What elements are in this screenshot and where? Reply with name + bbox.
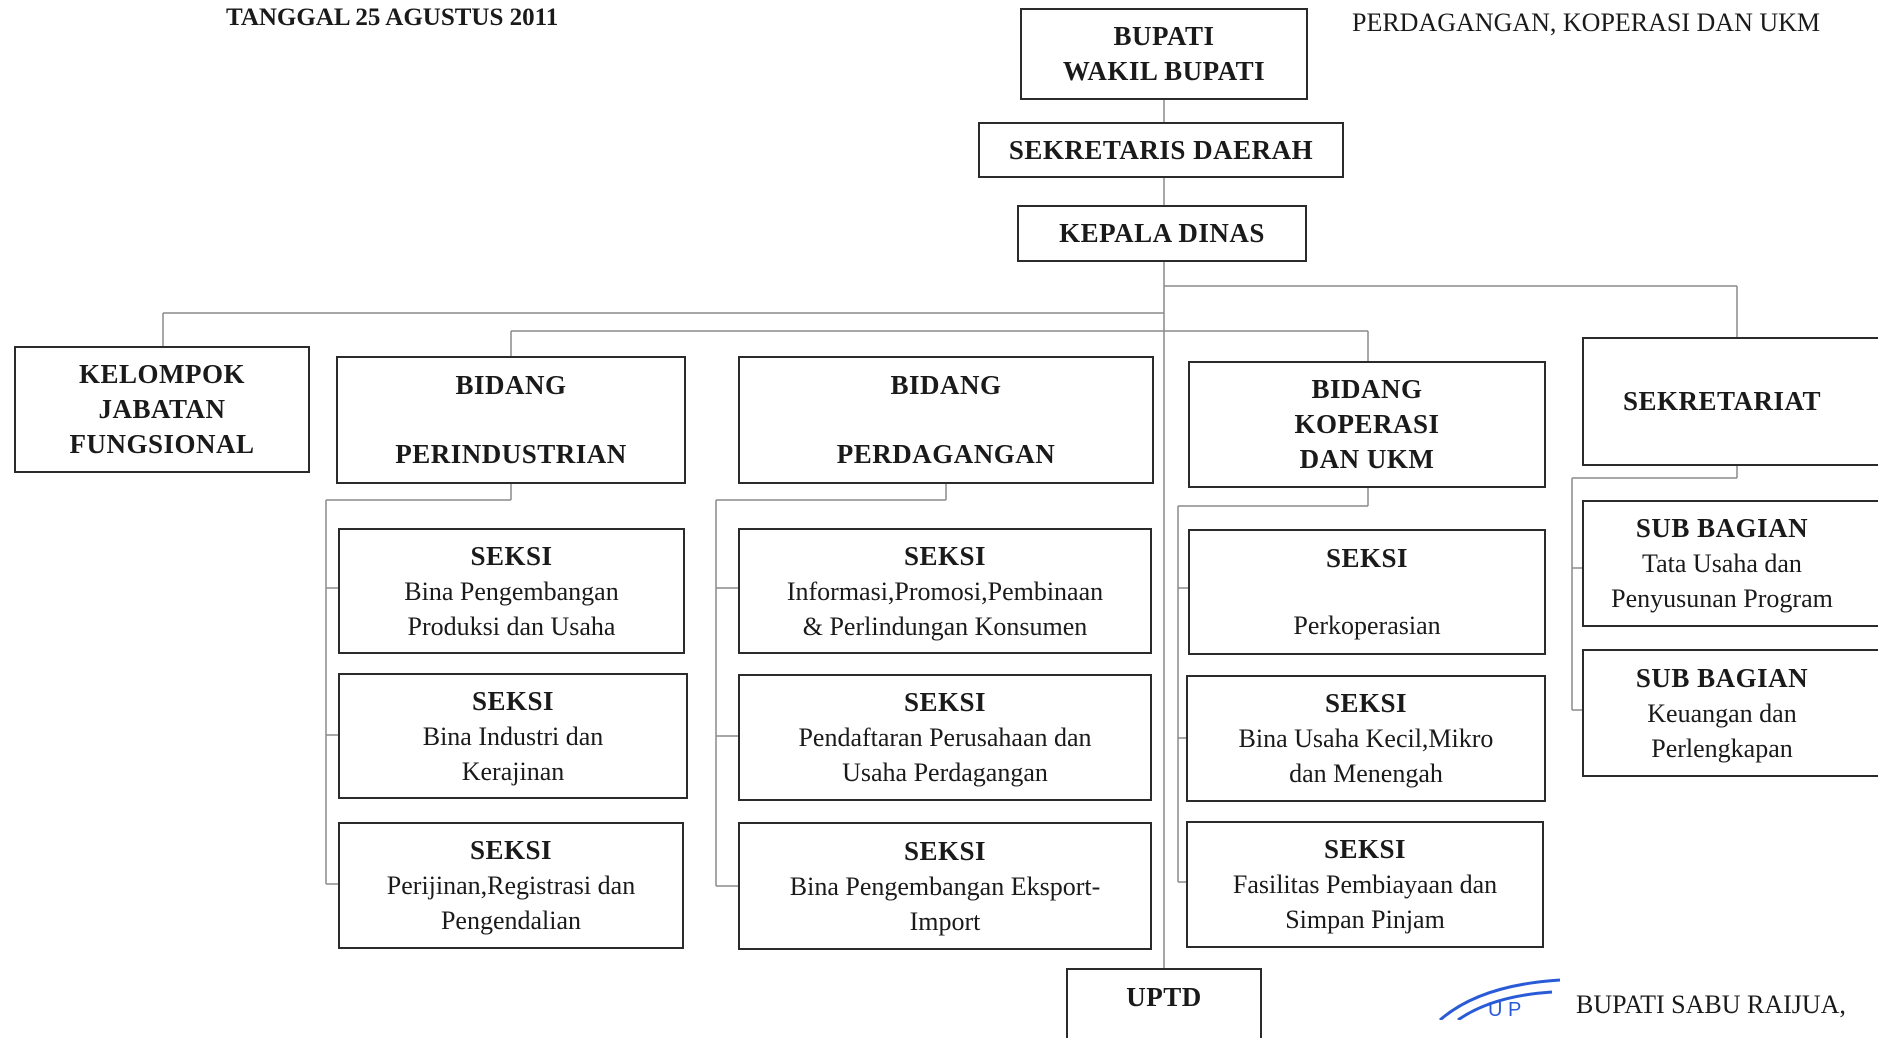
seksi-heading: SEKSI	[470, 540, 553, 571]
seksi-heading: SEKSI	[1325, 543, 1409, 573]
bidang-perdagangan-label-1: BIDANG	[890, 370, 1002, 400]
seksi-heading: SEKSI	[1323, 834, 1407, 864]
sub-bagian-tata-usaha-box: SUB BAGIAN Tata Usaha dan Penyusunan Pro…	[1582, 500, 1878, 627]
seksi-line: Perijinan,Registrasi dan	[386, 871, 636, 900]
seksi-line: Produksi dan Usaha	[407, 611, 616, 641]
bidang-perindustrian-label-1: BIDANG	[455, 370, 567, 400]
seksi-fasilitas-pembiayaan-box: SEKSI Fasilitas Pembiayaan dan Simpan Pi…	[1186, 821, 1544, 948]
kepala-dinas-label: KEPALA DINAS	[1059, 218, 1265, 248]
bupati-label: BUPATI	[1113, 21, 1215, 51]
uptd-box: UPTD	[1066, 968, 1262, 1038]
bidang-koperasi-label-1: BIDANG	[1311, 374, 1423, 404]
bidang-perdagangan-label-2: PERDAGANGAN	[836, 439, 1056, 469]
seksi-line: Perkoperasian	[1293, 611, 1441, 640]
bidang-koperasi-box: BIDANG KOPERASI DAN UKM	[1188, 361, 1546, 488]
seksi-line: Bina Pengembangan Eksport-	[789, 871, 1101, 901]
header-date: TANGGAL 25 AGUSTUS 2011	[226, 4, 559, 31]
seksi-line: Kerajinan	[461, 756, 565, 786]
kelompok-jabatan-fungsional-box: KELOMPOK JABATAN FUNGSIONAL	[14, 346, 310, 473]
seksi-line: Bina Pengembangan	[404, 576, 619, 606]
seksi-informasi-promosi-box: SEKSI Informasi,Promosi,Pembinaan & Perl…	[738, 528, 1152, 654]
seksi-line: dan Menengah	[1289, 759, 1443, 788]
seksi-bina-pengembangan-produksi-box: SEKSI Bina Pengembangan Produksi dan Usa…	[338, 528, 685, 654]
seksi-heading: SEKSI	[903, 540, 987, 571]
seksi-line: Fasilitas Pembiayaan dan	[1232, 870, 1498, 899]
seksi-line: Bina Industri dan	[422, 721, 604, 751]
sub-bagian-heading: SUB BAGIAN	[1635, 513, 1809, 543]
bidang-perindustrian-label-2: PERINDUSTRIAN	[395, 439, 627, 469]
seksi-line: Import	[909, 906, 981, 936]
kepala-dinas-box: KEPALA DINAS	[1017, 205, 1307, 262]
seksi-line: Pengendalian	[440, 906, 582, 935]
sekretariat-box: SEKRETARIAT	[1582, 337, 1878, 466]
sub-bagian-line: Perlengkapan	[1651, 733, 1793, 763]
sub-bagian-heading: SUB BAGIAN	[1635, 662, 1809, 693]
sub-bagian-keuangan-box: SUB BAGIAN Keuangan dan Perlengkapan	[1582, 649, 1878, 777]
seksi-perkoperasian-box: SEKSI Perkoperasian	[1188, 529, 1546, 655]
seksi-heading: SEKSI	[903, 687, 987, 717]
sekretariat-label: SEKRETARIAT	[1622, 386, 1822, 416]
sub-bagian-line: Penyusunan Program	[1611, 584, 1833, 613]
bupati-box: BUPATI WAKIL BUPATI	[1020, 8, 1308, 100]
seksi-line: & Perlindungan Konsumen	[802, 611, 1088, 641]
seksi-heading: SEKSI	[903, 835, 987, 866]
seksi-line: Pendaftaran Perusahaan dan	[798, 723, 1092, 752]
kelompok-line-1: KELOMPOK	[79, 359, 245, 389]
seksi-heading: SEKSI	[471, 685, 555, 716]
seksi-heading: SEKSI	[1324, 688, 1408, 718]
seksi-perijinan-box: SEKSI Perijinan,Registrasi dan Pengendal…	[338, 822, 684, 949]
uptd-label: UPTD	[1126, 982, 1202, 1012]
sub-bagian-line: Keuangan dan	[1647, 698, 1797, 728]
bidang-perindustrian-box: BIDANG PERINDUSTRIAN	[336, 356, 686, 484]
seksi-bina-usaha-kecil-box: SEKSI Bina Usaha Kecil,Mikro dan Menenga…	[1186, 675, 1546, 802]
sekretaris-daerah-box: SEKRETARIS DAERAH	[978, 122, 1344, 178]
bidang-perdagangan-box: BIDANG PERDAGANGAN	[738, 356, 1154, 484]
seksi-line: Informasi,Promosi,Pembinaan	[786, 576, 1104, 606]
signature-bupati-sabu-raijua: BUPATI SABU RAIJUA,	[1576, 990, 1846, 1019]
seksi-pendaftaran-perusahaan-box: SEKSI Pendaftaran Perusahaan dan Usaha P…	[738, 674, 1152, 801]
svg-text:U P: U P	[1488, 999, 1521, 1020]
bidang-koperasi-label-2: KOPERASI	[1294, 409, 1440, 439]
sekretaris-daerah-label: SEKRETARIS DAERAH	[1008, 134, 1314, 165]
seksi-eksport-import-box: SEKSI Bina Pengembangan Eksport- Import	[738, 822, 1152, 950]
seksi-line: Simpan Pinjam	[1285, 905, 1445, 934]
seksi-bina-industri-box: SEKSI Bina Industri dan Kerajinan	[338, 673, 688, 799]
sub-bagian-line: Tata Usaha dan	[1642, 549, 1802, 578]
seksi-line: Usaha Perdagangan	[842, 758, 1048, 787]
seksi-line: Bina Usaha Kecil,Mikro	[1238, 724, 1494, 753]
bidang-koperasi-label-3: DAN UKM	[1299, 444, 1435, 474]
kelompok-line-3: FUNGSIONAL	[69, 429, 255, 459]
kelompok-line-2: JABATAN	[98, 394, 226, 424]
stamp-seal: U P	[1439, 978, 1561, 1020]
seksi-heading: SEKSI	[469, 835, 553, 865]
header-right-title: PERDAGANGAN, KOPERASI DAN UKM	[1352, 8, 1821, 37]
wakil-bupati-label: WAKIL BUPATI	[1062, 56, 1266, 86]
